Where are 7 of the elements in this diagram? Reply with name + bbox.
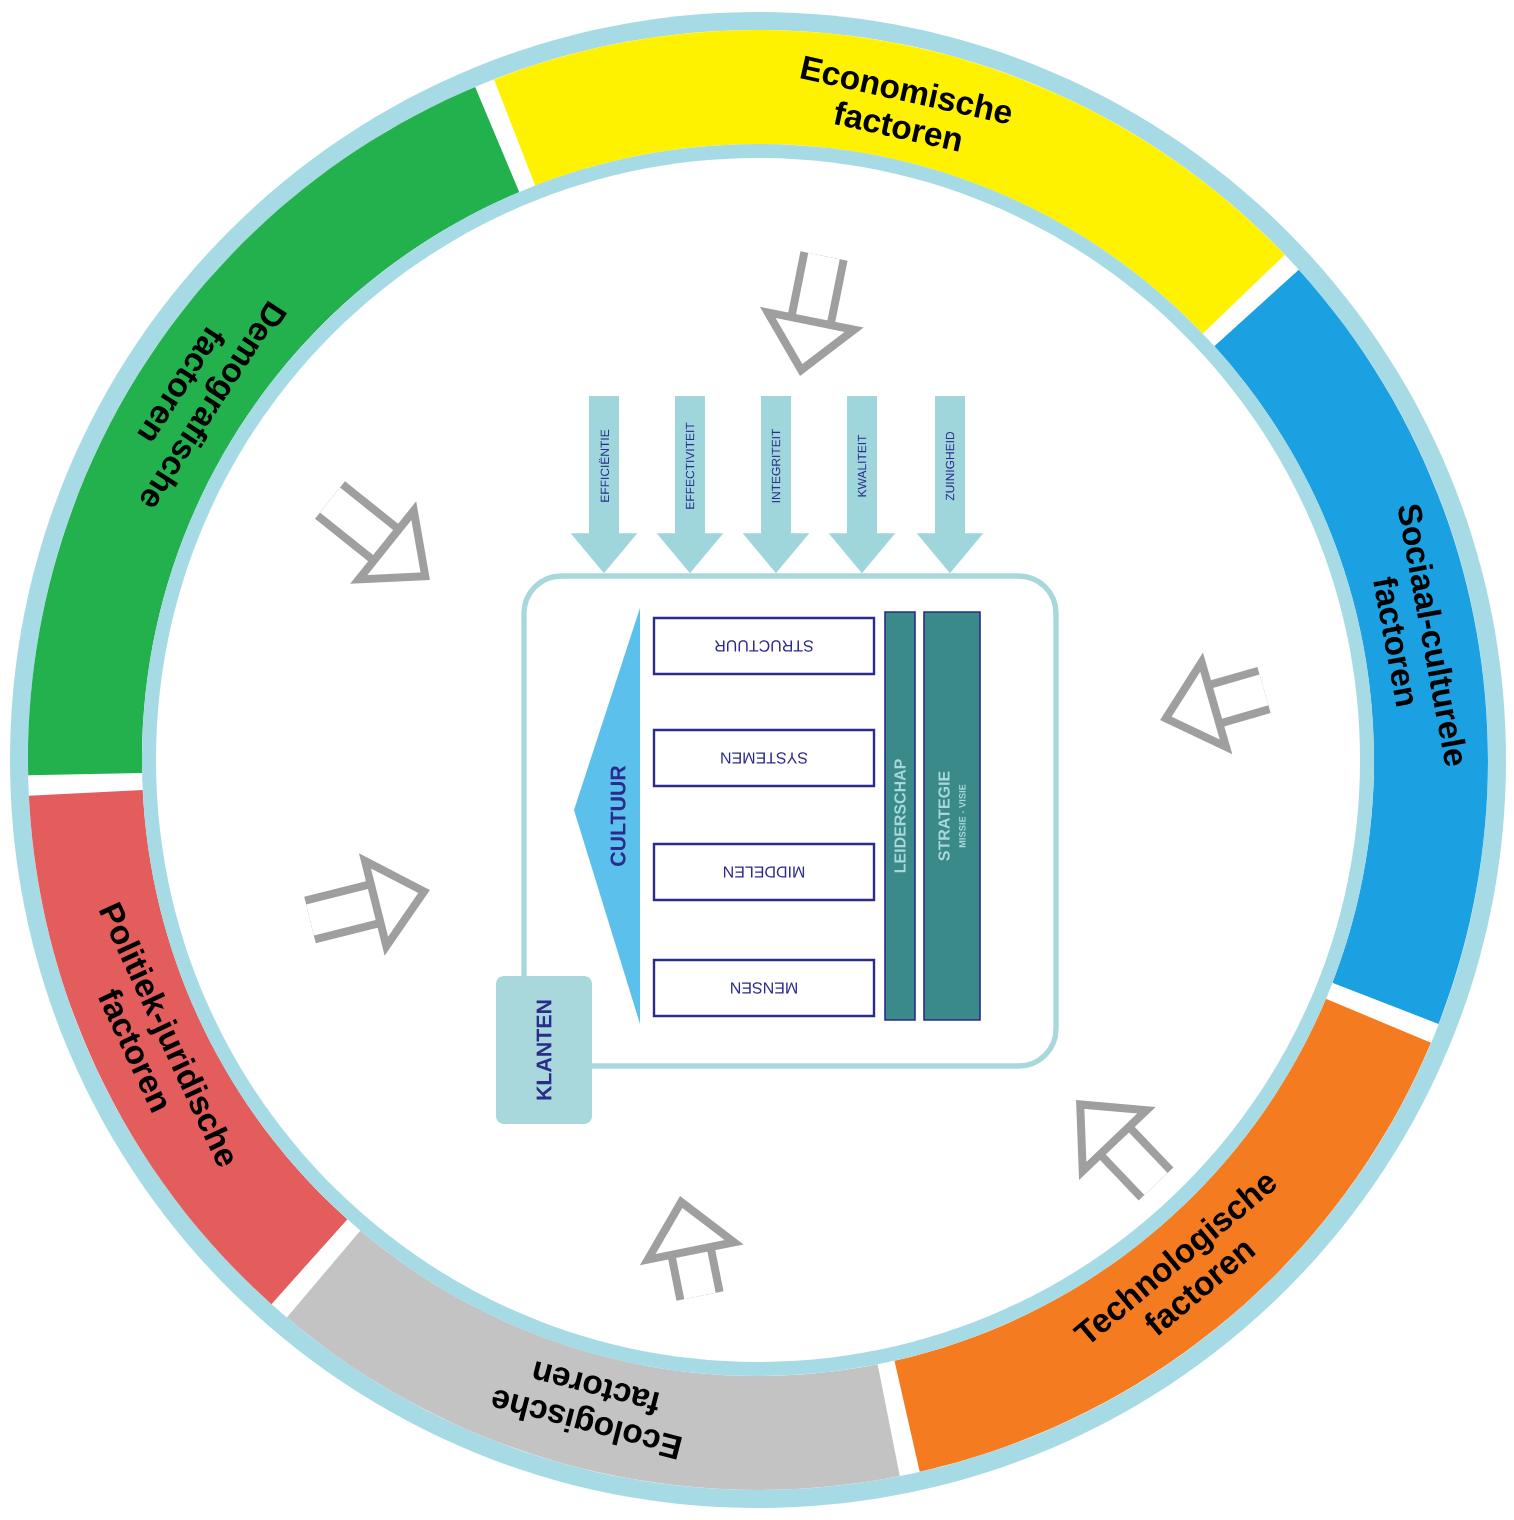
element-box: SYSTEMEN <box>652 728 876 788</box>
customer-box: KLANTEN <box>496 976 592 1124</box>
leadership-bar: LEIDERSCHAP <box>884 611 916 1021</box>
culture-triangle: CULTUUR <box>574 608 640 1024</box>
element-box: STRUCTUUR <box>652 616 876 676</box>
element-box: MIDDELEN <box>652 842 876 902</box>
element-box: MENSEN <box>652 958 876 1018</box>
